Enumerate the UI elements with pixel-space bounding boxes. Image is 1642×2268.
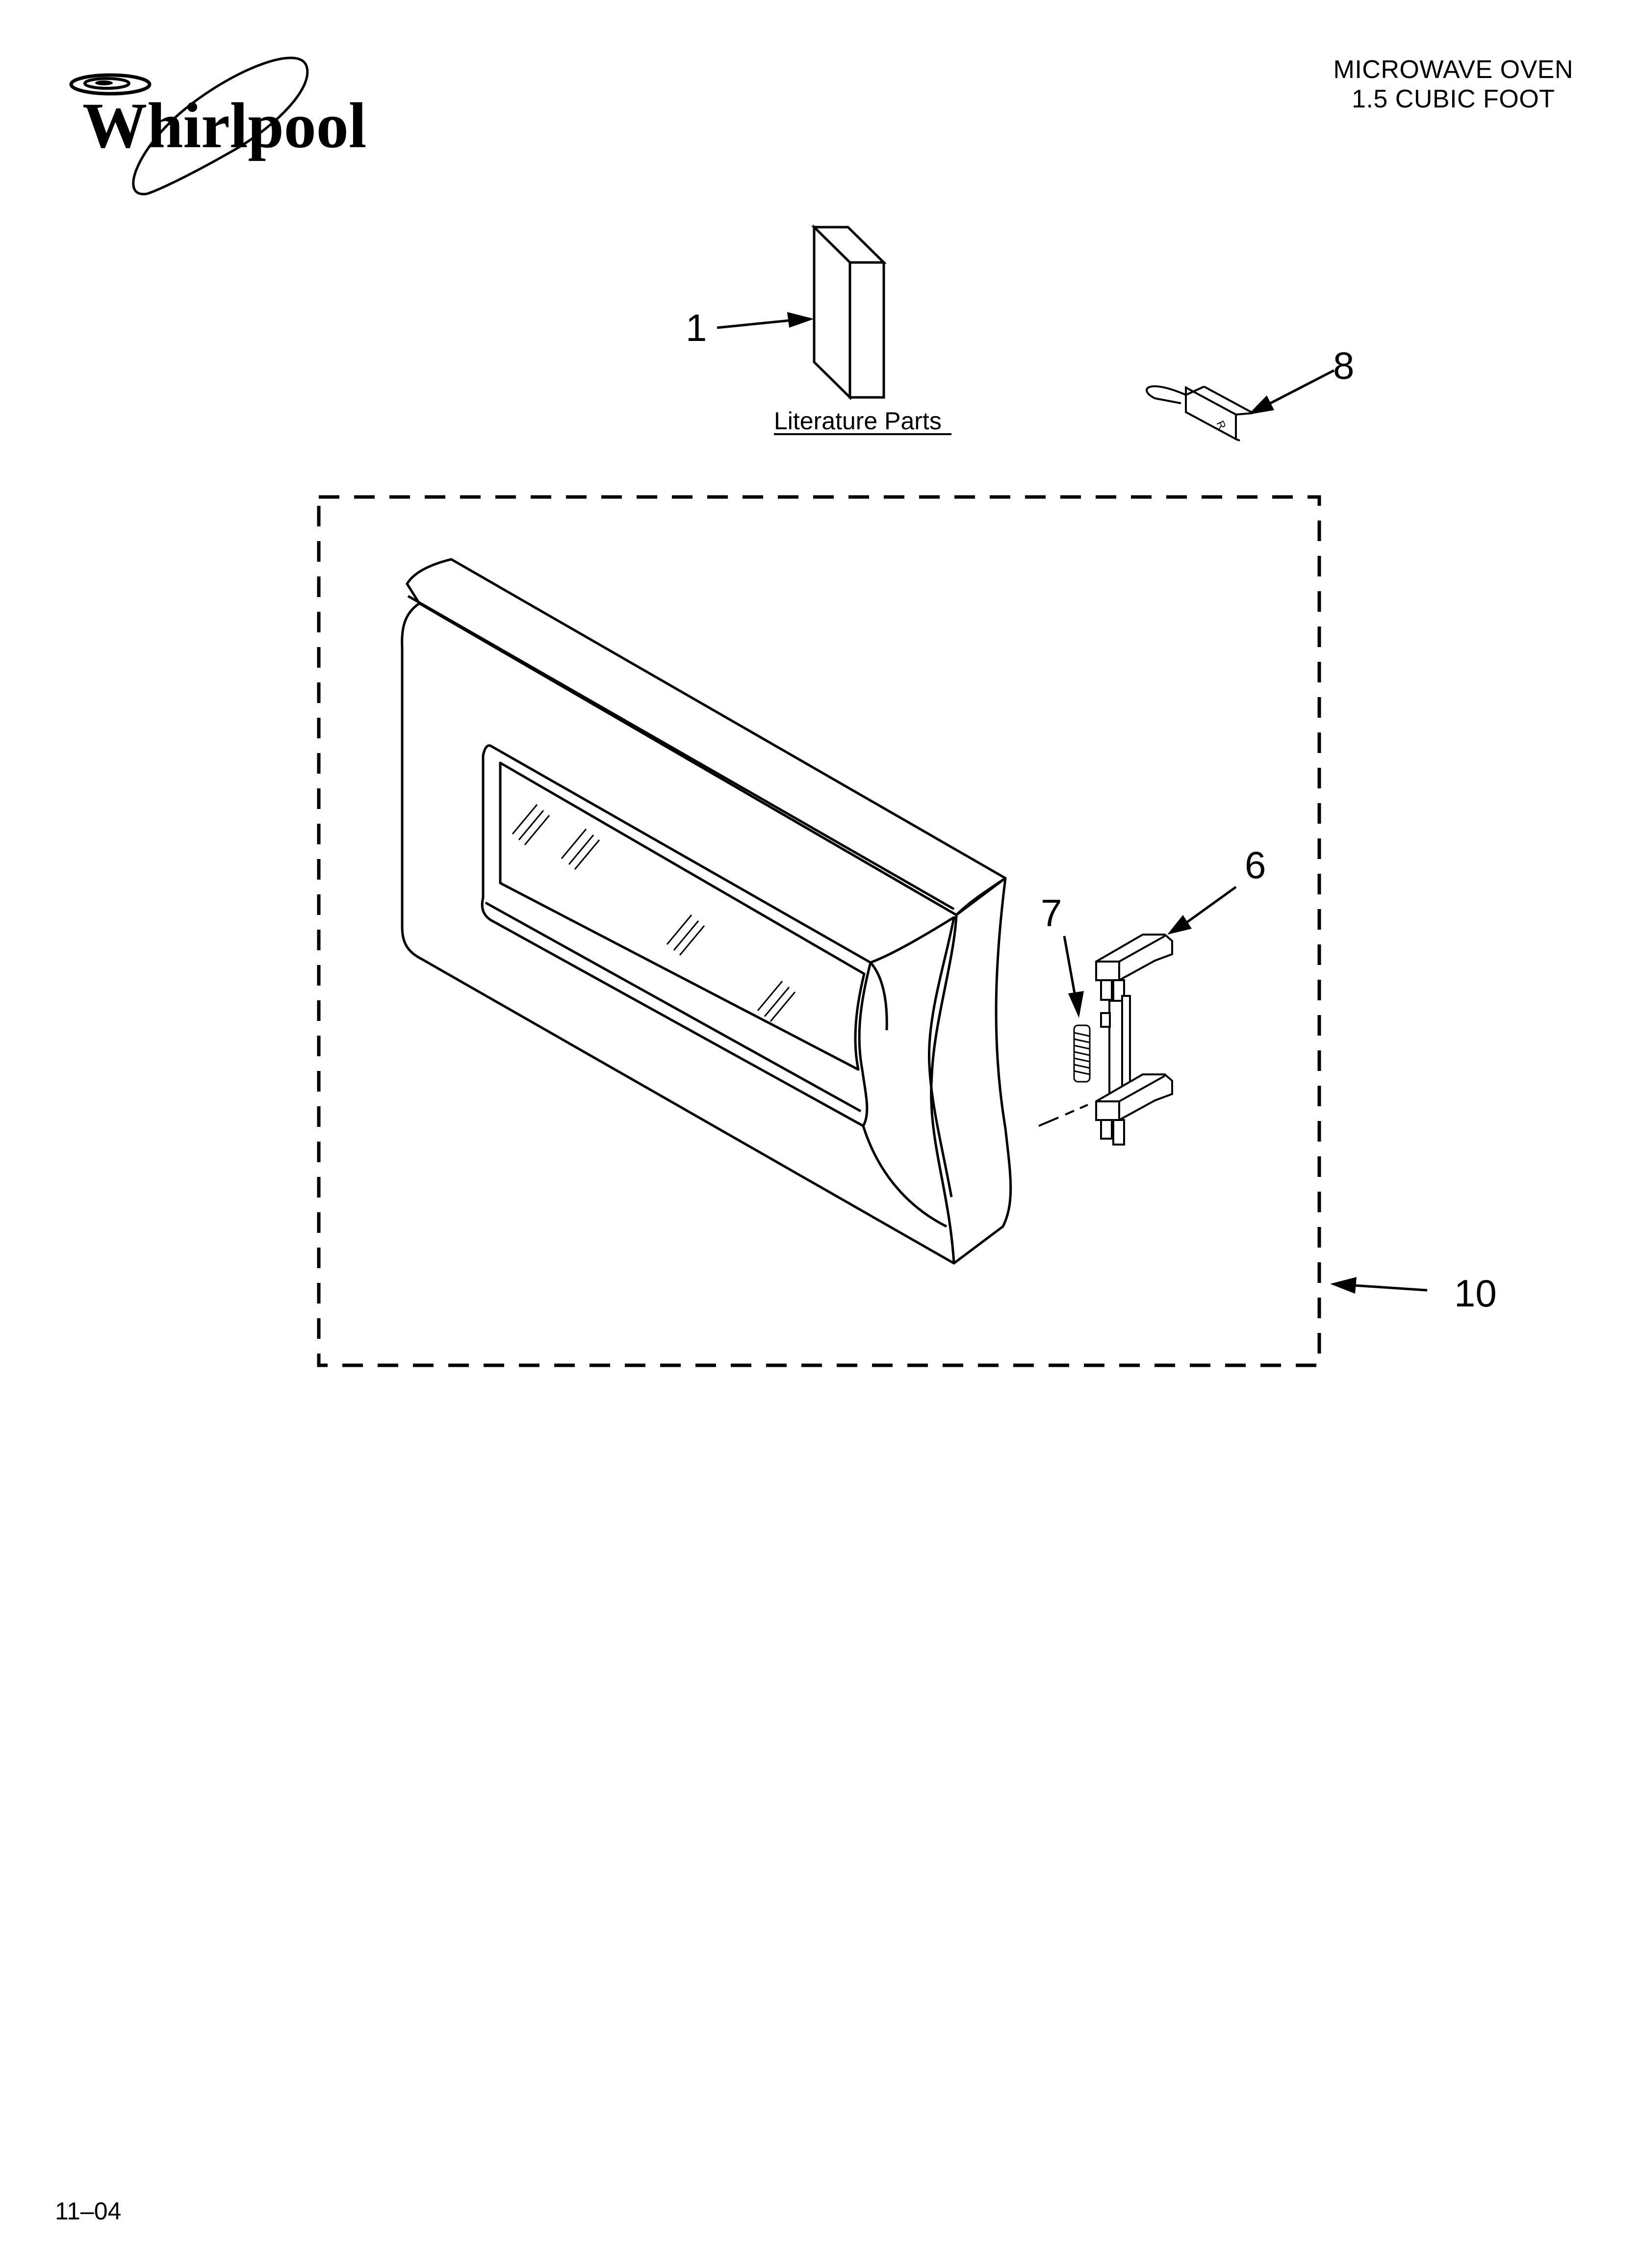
literature-parts-label: Literature Parts	[774, 407, 942, 435]
literature-booklet	[811, 224, 887, 400]
whirlpool-logo: Whirlpool	[69, 56, 366, 196]
callout-arrow-8	[1248, 369, 1335, 415]
microwave-door	[401, 558, 1012, 1265]
window-glare-marks	[512, 804, 796, 1022]
logo-wordmark: Whirlpool	[82, 89, 366, 161]
callout-arrow-1	[717, 312, 814, 329]
callout-arrow-6	[1167, 886, 1237, 935]
callout-7: 7	[1041, 891, 1062, 935]
assembly-center-line	[1038, 1104, 1088, 1127]
door-latch-hook	[1095, 934, 1173, 1146]
door-assembly-boundary	[317, 495, 1321, 1367]
callout-10: 10	[1454, 1272, 1497, 1315]
date-code: 11–04	[55, 2197, 122, 2225]
door-spring	[1073, 1024, 1091, 1083]
callout-6: 6	[1245, 843, 1266, 886]
callout-8: 8	[1333, 344, 1354, 387]
latch-clip: R	[1146, 385, 1254, 442]
title-line-2: 1.5 CUBIC FOOT	[1352, 85, 1555, 113]
callout-arrow-10	[1330, 1277, 1428, 1294]
title-line-1: MICROWAVE OVEN	[1333, 55, 1573, 84]
page-title: MICROWAVE OVEN 1.5 CUBIC FOOT	[1334, 55, 1573, 114]
callout-arrow-7	[1063, 936, 1084, 1018]
callout-1: 1	[686, 306, 707, 349]
